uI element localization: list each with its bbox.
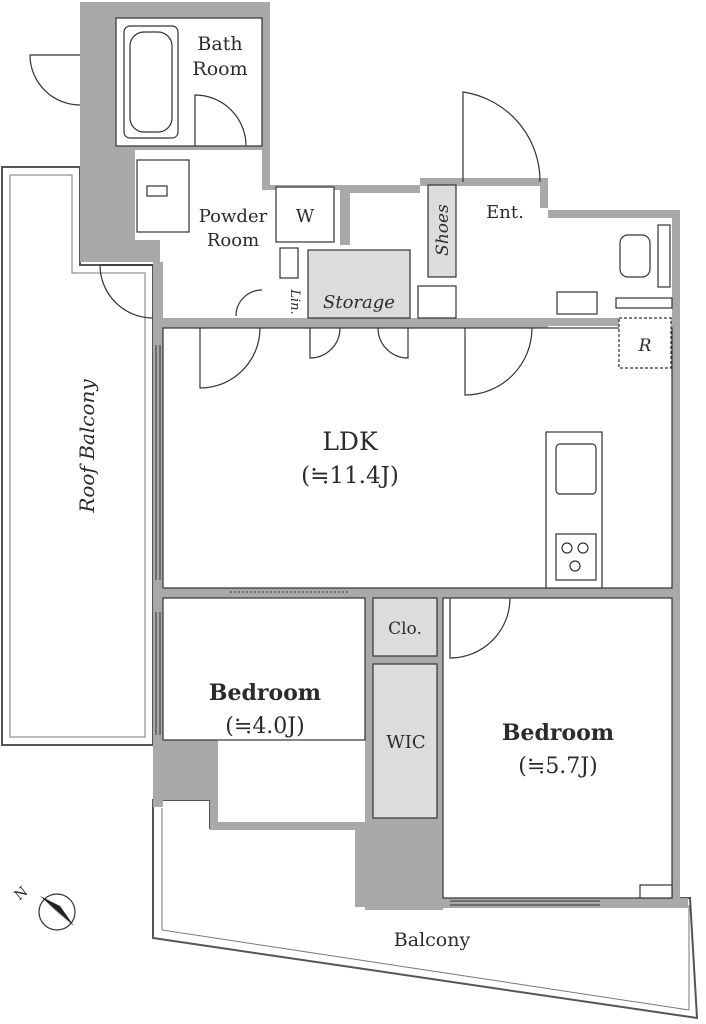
- ldk-label: LDK: [322, 427, 379, 456]
- bedroom-left-size-label: (≒4.0J): [225, 714, 304, 739]
- bath-room-label-line2: Room: [192, 58, 247, 80]
- bedroom-right-size-label: (≒5.7J): [518, 754, 597, 779]
- wall-outlines: [115, 17, 673, 899]
- fixtures: [123, 25, 673, 899]
- shoes-label: Shoes: [433, 204, 453, 256]
- north-arrow-icon: [40, 896, 74, 926]
- compass: N: [12, 884, 76, 931]
- compass-north-label: N: [12, 884, 32, 904]
- ldk-size-label: (≒11.4J): [301, 463, 399, 489]
- refrigerator-label: R: [638, 336, 652, 356]
- bath-room-label-line1: Bath: [197, 33, 242, 55]
- room-labels: Bath Room Powder Room W Shoes Ent. Lin. …: [75, 33, 652, 951]
- windows: [155, 345, 600, 906]
- powder-room-label-line1: Powder: [199, 206, 268, 227]
- storage-label: Storage: [323, 292, 395, 313]
- closet-label: Clo.: [388, 619, 422, 639]
- linen-label: Lin.: [287, 288, 302, 314]
- doors: [29, 54, 541, 659]
- bedroom-left-label: Bedroom: [209, 680, 321, 706]
- roof-balcony-label: Roof Balcony: [75, 379, 99, 514]
- entrance-label: Ent.: [486, 202, 524, 223]
- bedroom-right-label: Bedroom: [502, 720, 614, 746]
- washer-label: W: [296, 206, 315, 227]
- powder-room-label-line2: Room: [207, 230, 259, 251]
- wic-label: WIC: [386, 732, 425, 753]
- balcony-label: Balcony: [394, 929, 471, 951]
